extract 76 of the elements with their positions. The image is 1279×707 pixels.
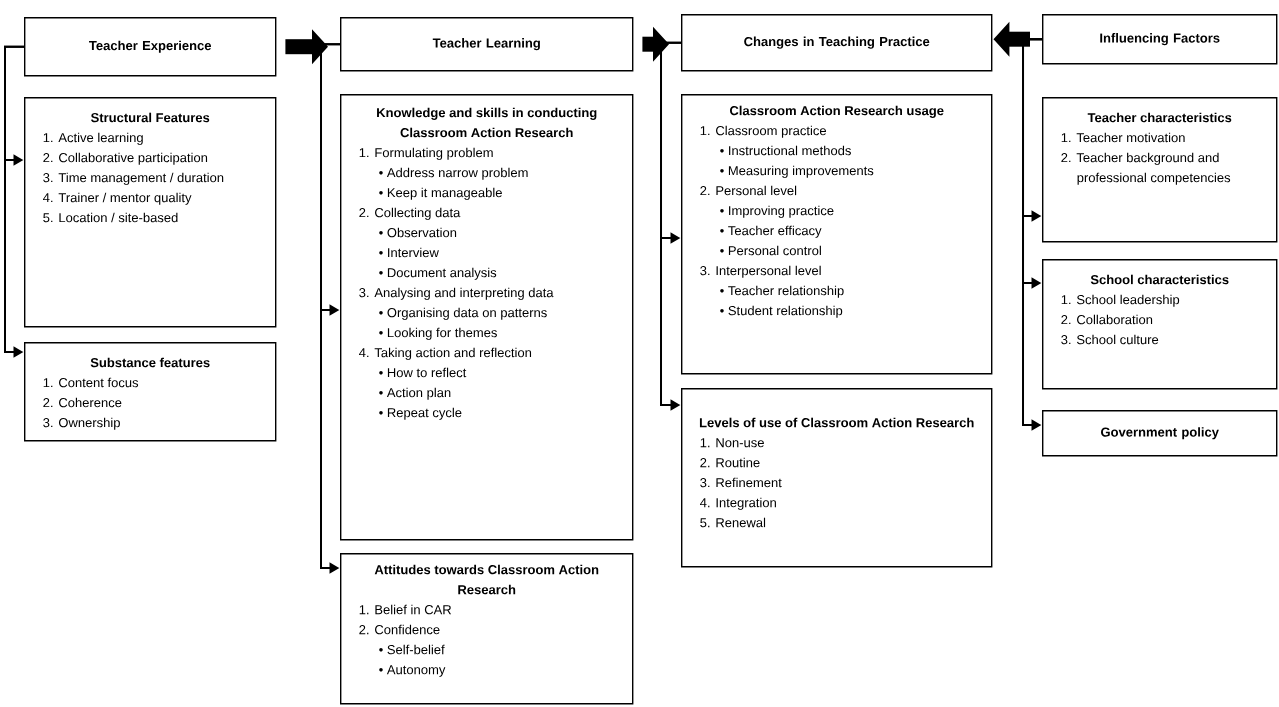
bullet-item: • Action plan	[379, 387, 451, 400]
list-item: 1. Formulating problem	[359, 147, 493, 160]
text-box	[24, 342, 277, 442]
bullet-item: • Document analysis	[379, 267, 497, 280]
bullet-item: • Autonomy	[379, 665, 446, 677]
bullet-item: • Repeat cycle	[379, 407, 462, 420]
bullet-item: • Observation	[379, 227, 457, 238]
list-item: 2. Confidence	[359, 624, 440, 635]
bullet-item: • Organising data on patterns	[379, 307, 547, 320]
list-item: 3. Analysing and interpreting data	[359, 287, 554, 300]
list-item: 2. Personal level	[700, 185, 797, 196]
bullet-item: • Teacher relationship	[720, 285, 844, 298]
bullet-item: • Improving practice	[720, 205, 834, 218]
text-box	[1042, 410, 1278, 457]
bullet-item: • Address narrow problem	[379, 167, 528, 180]
list-item: 3. Refinement	[700, 477, 782, 488]
list-item: 5. Renewal	[700, 517, 766, 528]
text-box	[681, 14, 993, 72]
box-heading: Attitudes towards Classroom Action Research	[374, 564, 599, 595]
list-item: 2. Routine	[700, 457, 760, 468]
bullet-item: • Personal control	[720, 245, 821, 256]
text-box	[681, 94, 993, 375]
list-item: 1. Content focus	[43, 377, 139, 388]
box-heading: Government policy	[1101, 427, 1219, 440]
bullet-item: • Self-belief	[379, 644, 445, 655]
list-item: 1. Classroom practice	[700, 125, 826, 138]
list-item: 4. Trainer / mentor quality	[43, 192, 192, 205]
bullet-item: • Student relationship	[720, 305, 843, 318]
list-item: 4. Integration	[700, 497, 776, 510]
list-item: 2. Teacher background and professional competencies	[1061, 152, 1231, 185]
text-box	[340, 17, 634, 72]
box-heading: Levels of use of Classroom Action Research	[699, 417, 974, 428]
text-box	[1042, 259, 1278, 390]
box-heading: Teacher Learning	[432, 38, 540, 51]
text-box	[24, 17, 277, 77]
list-item: 4. Taking action and reflection	[359, 347, 532, 360]
bullet-item: • How to reflect	[379, 367, 467, 378]
box-heading: Influencing Factors	[1100, 33, 1220, 46]
text-box	[681, 388, 993, 568]
list-item: 2. Collecting data	[359, 207, 461, 220]
arrow	[1022, 38, 1043, 431]
text-box	[340, 553, 634, 705]
list-item: 2. Collaboration	[1061, 314, 1153, 325]
bullet-item: • Keep it manageable	[379, 187, 502, 200]
text-box	[24, 97, 277, 328]
list-item: 1. Belief in CAR	[359, 604, 452, 615]
bullet-item: • Measuring improvements	[720, 165, 874, 178]
box-heading: Teacher characteristics	[1087, 112, 1232, 123]
box-heading: Substance features	[90, 357, 210, 368]
text-box	[1042, 14, 1278, 65]
bullet-item: • Interview	[379, 247, 439, 258]
arrow	[660, 41, 682, 411]
box-heading: Teacher Experience	[89, 40, 212, 53]
list-item: 2. Collaborative participation	[43, 152, 208, 165]
list-item: 5. Location / site-based	[43, 212, 178, 223]
bullet-item: • Teacher efficacy	[720, 225, 822, 238]
list-item: 3. Interpersonal level	[700, 265, 821, 278]
box-heading: School characteristics	[1090, 274, 1229, 285]
list-item: 1. Teacher motivation	[1061, 132, 1185, 143]
text-box	[1042, 97, 1278, 243]
box-heading: Changes in Teaching Practice	[744, 36, 930, 49]
text-box	[340, 94, 634, 541]
box-heading: Structural Features	[91, 112, 210, 123]
list-item: 3. Time management / duration	[43, 172, 224, 185]
list-item: 1. Non-use	[700, 438, 764, 448]
list-item: 2. Coherence	[43, 397, 122, 408]
arrow	[320, 43, 341, 574]
bullet-item: • Looking for themes	[379, 327, 497, 340]
list-item: 1. School leadership	[1061, 294, 1180, 307]
bullet-item: • Instructional methods	[720, 145, 851, 156]
list-item: 1. Active learning	[43, 132, 143, 145]
list-item: 3. Ownership	[43, 417, 120, 430]
arrow	[4, 45, 25, 358]
box-heading: Knowledge and skills in conducting Classroom Action Research	[377, 107, 597, 138]
list-item: 3. School culture	[1061, 334, 1159, 345]
box-heading: Classroom Action Research usage	[729, 105, 944, 118]
